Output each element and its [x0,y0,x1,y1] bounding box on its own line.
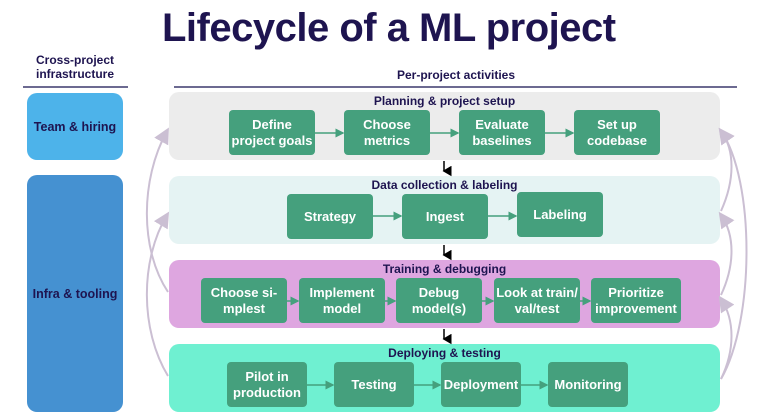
step-labeling: Labeling [517,192,603,237]
team-hiring-box: Team & hiring [27,93,123,160]
stage-data-collection: Data collection & labeling Strategy Inge… [169,176,720,244]
step-monitoring: Monitoring [548,362,628,407]
stage-title: Deploying & testing [388,346,501,360]
step-testing: Testing [334,362,414,407]
feedback-arrow [718,127,748,380]
step-look-at-train-val-test: Look at train/ val/test [494,278,580,323]
step-implement-model: Implement model [299,278,385,323]
cross-project-divider [23,86,128,88]
step-define-project-goals: Define project goals [229,110,315,155]
infra-tooling-box: Infra & tooling [27,175,123,412]
feedback-arrow [718,211,735,296]
step-prioritize-improvement: Prioritize improvement [591,278,681,323]
feedback-arrow [145,211,170,377]
step-evaluate-baselines: Evaluate baselines [459,110,545,155]
team-hiring-label: Team & hiring [33,119,117,134]
stage-title: Training & debugging [382,262,507,276]
stage-title: Data collection & labeling [371,178,518,192]
step-ingest: Ingest [402,194,488,239]
stage-planning: Planning & project setup Define project … [169,92,720,160]
feedback-arrow [145,127,169,293]
stage-title: Planning & project setup [373,94,516,108]
step-pilot-in-production: Pilot in production [227,362,307,407]
feedback-arrow [718,127,735,212]
per-project-heading: Per-project activities [396,68,516,82]
step-strategy: Strategy [287,194,373,239]
diagram-title: Lifecycle of a ML project [162,6,616,50]
step-choose-metrics: Choose metrics [344,110,430,155]
stage-deploying: Deploying & testing Pilot in production … [169,344,720,412]
feedback-arrow [718,295,735,380]
step-debug-models: Debug model(s) [396,278,482,323]
step-set-up-codebase: Set up codebase [574,110,660,155]
per-project-divider [174,86,737,88]
stage-training: Training & debugging Choose si-mplest Im… [169,260,720,328]
step-choose-simplest: Choose si-mplest [201,278,287,323]
cross-project-heading: Cross-project infrastructure [35,53,115,81]
infra-tooling-label: Infra & tooling [32,286,118,301]
step-deployment: Deployment [441,362,521,407]
